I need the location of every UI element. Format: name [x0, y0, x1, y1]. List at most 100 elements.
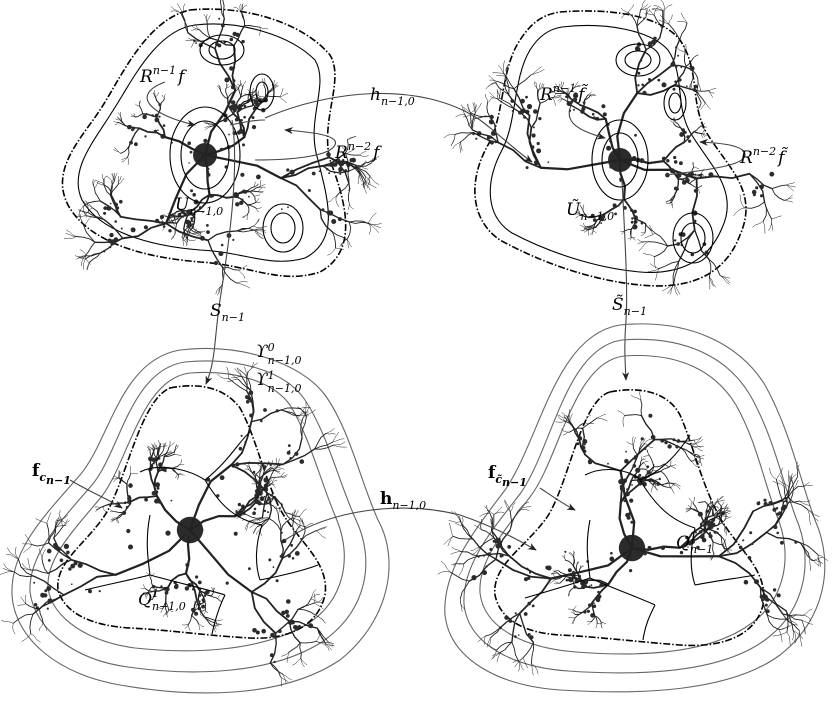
fractal-branch: [498, 65, 503, 73]
fractal-branch: [462, 552, 480, 556]
fractal-node: [475, 138, 477, 140]
fractal-node: [230, 105, 235, 110]
fractal-node: [705, 176, 707, 178]
nested-ellipses-bottom: [263, 204, 303, 252]
fractal-branch: [260, 180, 261, 187]
fractal-branch: [456, 114, 465, 117]
fractal-node: [626, 488, 628, 490]
fractal-branch: [569, 415, 570, 421]
fractal-branch: [772, 216, 782, 219]
fractal-branch: [719, 556, 761, 587]
fractal-node: [128, 483, 133, 488]
fractal-branch: [178, 475, 184, 476]
fractal-branch: [1, 621, 13, 624]
fractal-node: [252, 116, 255, 119]
fractal-node: [699, 530, 703, 534]
fractal-branch: [643, 461, 648, 463]
fractal-node: [637, 72, 640, 75]
nested-ellipses-right: [664, 86, 686, 120]
fractal-node: [749, 531, 752, 534]
fractal-node: [220, 475, 225, 480]
fractal-branch: [325, 642, 334, 643]
fractal-branch: [22, 544, 31, 545]
fractal-branch: [215, 623, 221, 625]
fractal-node: [220, 148, 223, 151]
fractal-branch: [568, 609, 573, 610]
fractal-node: [670, 168, 675, 173]
fractal-branch: [127, 474, 131, 484]
fractal-branch: [702, 134, 707, 136]
fractal-branch: [509, 556, 551, 579]
fractal-branch: [501, 642, 512, 652]
fractal-node: [532, 605, 535, 608]
fractal-node: [243, 116, 246, 119]
fractal-branch: [211, 596, 218, 599]
fractal-branch: [596, 624, 597, 629]
fractal-node: [246, 400, 250, 404]
fractal-node: [589, 585, 591, 587]
fractal-branch: [770, 468, 777, 480]
fractal-node: [289, 457, 291, 459]
fractal-node: [630, 521, 633, 524]
fractal-branch: [670, 461, 671, 466]
fractal-branch: [557, 415, 565, 421]
fractal-node: [502, 555, 504, 557]
fractal-branch: [787, 182, 795, 185]
fractal-branch: [705, 103, 710, 109]
fractal-node: [119, 200, 123, 204]
fractal-node: [244, 105, 247, 108]
label-U-left: Un−1,0: [175, 195, 223, 218]
fractal-node: [592, 113, 595, 116]
fractal-node: [281, 611, 285, 615]
fractal-branch: [298, 609, 315, 615]
fractal-branch: [691, 503, 692, 509]
fractal-branch: [694, 167, 699, 169]
fractal-node: [187, 141, 191, 145]
arrow-f-right: [540, 488, 575, 510]
fractal-node: [780, 541, 784, 545]
fractal-node: [256, 175, 261, 180]
fractal-node: [252, 511, 256, 515]
fractal-branch: [314, 594, 315, 603]
fractal-branch: [182, 624, 188, 625]
fractal-node: [582, 442, 584, 444]
fractal-node: [308, 189, 311, 192]
fractal-node: [765, 604, 768, 607]
fractal-branch: [638, 239, 649, 241]
fractal-branch: [231, 422, 251, 465]
fractal-node: [679, 132, 684, 137]
fractal-branch: [188, 615, 191, 624]
fractal-node: [328, 172, 330, 174]
label-Q-left: Q1n−1,0: [138, 587, 186, 613]
fractal-branch: [236, 283, 250, 288]
fractal-branch: [520, 579, 552, 614]
fractal-node: [264, 510, 266, 512]
fractal-node: [629, 569, 632, 572]
fractal-node: [564, 551, 566, 553]
fractal-branch: [641, 400, 642, 416]
outer-boundary: [62, 9, 345, 276]
fractal-node: [648, 414, 652, 418]
fractal-node: [518, 634, 520, 636]
fractal-node: [158, 103, 161, 106]
fractal-node: [126, 529, 130, 533]
fractal-branch: [243, 81, 246, 87]
fractal-node: [686, 85, 688, 87]
fractal-node: [606, 146, 611, 151]
fractal-node: [587, 610, 590, 613]
fractal-node: [716, 532, 718, 534]
label-Y0: ϒ0n−1,0: [256, 341, 301, 367]
fractal-branch: [270, 477, 281, 478]
fractal-branch: [175, 223, 177, 233]
fractal-node: [629, 499, 633, 503]
fractal-branch: [281, 652, 288, 656]
fractal-node: [144, 135, 146, 137]
fractal-node: [276, 409, 279, 412]
fractal-branch: [316, 531, 325, 538]
fractal-node: [709, 534, 713, 538]
fractal-branch: [672, 202, 673, 208]
fractal-branch: [245, 111, 255, 137]
fractal-branch: [669, 15, 673, 24]
fractal-branch: [268, 504, 275, 509]
fractal-branch: [247, 203, 255, 205]
